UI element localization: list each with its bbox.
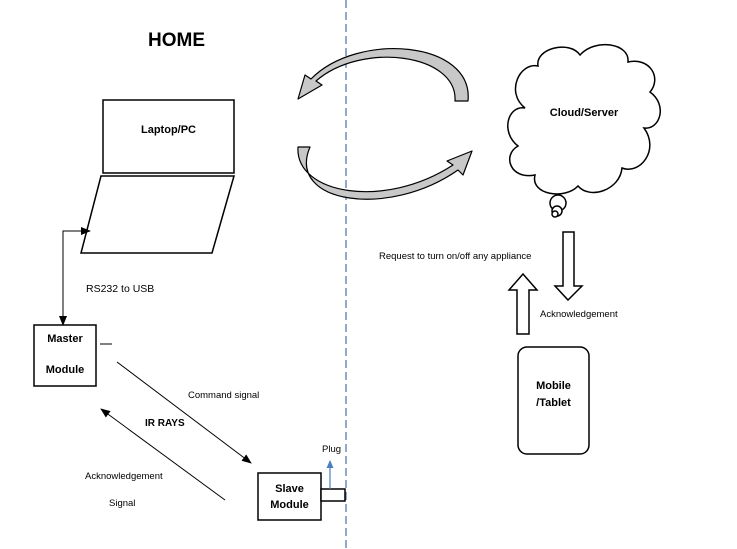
command-signal-label: Command signal	[188, 390, 260, 401]
ir-ack-arrow	[100, 408, 226, 501]
diagram-title: HOME	[148, 30, 205, 51]
ir-rays-label: IR RAYS	[145, 418, 185, 429]
ack-left-label-line2: Signal	[109, 498, 136, 509]
ack-right-label: Acknowledgement	[540, 309, 618, 320]
cloud-icon	[507, 43, 661, 218]
rs232-label: RS232 to USB	[86, 283, 155, 295]
ack-left-label-line1: Acknowledgement	[85, 471, 163, 482]
plug-socket	[320, 488, 346, 502]
master-label-line1: Master	[47, 333, 83, 345]
rs232-connector	[59, 227, 91, 326]
master-module-box	[33, 324, 97, 387]
mobile-label-line1: Mobile	[536, 380, 571, 392]
mobile-label-line2: /Tablet	[536, 397, 571, 409]
mobile-tablet-device	[517, 346, 590, 455]
down-block-arrow	[553, 231, 584, 302]
slave-label-line2: Module	[270, 499, 309, 511]
sync-arrows-icon	[297, 48, 473, 200]
slave-label-line1: Slave	[275, 483, 304, 495]
request-label: Request to turn on/off any appliance	[379, 251, 532, 262]
up-block-arrow	[507, 272, 539, 335]
plug-label: Plug	[322, 444, 342, 455]
master-label-line2: Module	[45, 364, 85, 376]
laptop-label: Laptop/PC	[141, 124, 196, 136]
slave-module-box	[257, 472, 322, 521]
command-signal-arrow	[116, 361, 252, 464]
laptop-icon	[80, 99, 235, 254]
cloud-label: Cloud/Server	[549, 107, 619, 119]
